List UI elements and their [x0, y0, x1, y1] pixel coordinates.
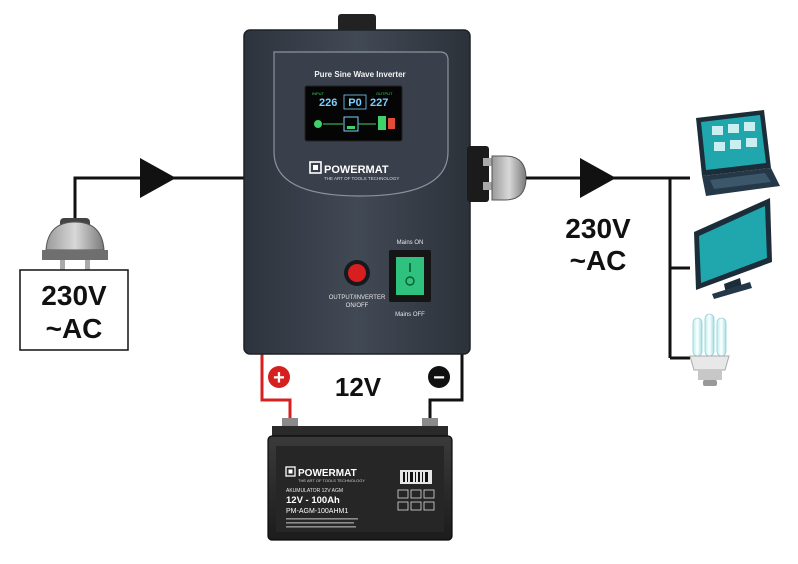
- laptop-icon: [696, 110, 780, 196]
- powermat-logo: POWERMAT THE ART OF TOOLS TECHNOLOGY: [309, 161, 399, 181]
- output-voltage-label: 230V: [565, 213, 631, 244]
- lcd-output-reading: 227: [370, 97, 388, 109]
- flow-arrow-icon: [140, 158, 176, 198]
- input-source-box: 230V ~AC: [19, 269, 129, 351]
- battery-voltage-label: 12V: [335, 372, 382, 402]
- switch-on-label: Mains ON: [397, 240, 424, 246]
- positive-wire: [260, 352, 292, 425]
- output-inverter-button: OUTPUT/INVERTER ON/OFF: [329, 260, 386, 309]
- lcd-right-tag: OUTPUT: [376, 91, 393, 96]
- output-socket-icon: [467, 146, 527, 202]
- inverter-unit: Pure Sine Wave Inverter INPUT OUTPUT 226…: [243, 14, 471, 355]
- battery-model: PM-AGM-100AHM1: [286, 508, 348, 515]
- lcd-left-tag: INPUT: [312, 91, 325, 96]
- negative-wire: [428, 352, 464, 425]
- inverter-title: Pure Sine Wave Inverter: [314, 70, 405, 79]
- positive-terminal-icon: +: [268, 366, 290, 389]
- battery-type: AKUMULATOR 12V AGM: [286, 488, 343, 494]
- battery-spec-lines: [286, 518, 358, 528]
- button-label-line1: OUTPUT/INVERTER: [329, 295, 386, 301]
- battery-capacity: 12V - 100Ah: [286, 495, 340, 506]
- inverter-tagline: THE ART OF TOOLS TECHNOLOGY: [324, 176, 399, 181]
- positive-sign: +: [273, 367, 285, 389]
- ac-plug-icon: [42, 218, 108, 272]
- battery-icon: POWERMAT THE ART OF TOOLS TECHNOLOGY AKU…: [267, 418, 453, 541]
- monitor-icon: [694, 198, 772, 299]
- lcd-status-icons: [314, 116, 395, 132]
- inverter-brand: POWERMAT: [324, 164, 389, 176]
- negative-terminal-icon: −: [428, 366, 450, 389]
- input-wire: [73, 176, 246, 230]
- output-type-label: ~AC: [570, 245, 627, 276]
- lcd-display: INPUT OUTPUT 226 P0 227: [304, 85, 403, 142]
- lcd-input-reading: 226: [319, 97, 337, 109]
- battery-tagline: THE ART OF TOOLS TECHNOLOGY: [298, 478, 365, 483]
- switch-off-label: Mains OFF: [395, 312, 425, 318]
- flow-arrow-icon: [580, 158, 616, 198]
- cfl-bulb-icon: [689, 313, 730, 386]
- input-type-label: ~AC: [46, 313, 103, 344]
- battery-brand: POWERMAT: [298, 468, 357, 479]
- negative-sign: −: [433, 367, 445, 389]
- mains-switch: Mains ON Mains OFF: [389, 240, 431, 318]
- button-label-line2: ON/OFF: [346, 303, 369, 309]
- battery-barcode: [400, 470, 432, 484]
- battery-warning-symbols: [397, 489, 435, 511]
- input-voltage-label: 230V: [41, 280, 107, 311]
- lcd-mode: P0: [348, 97, 361, 109]
